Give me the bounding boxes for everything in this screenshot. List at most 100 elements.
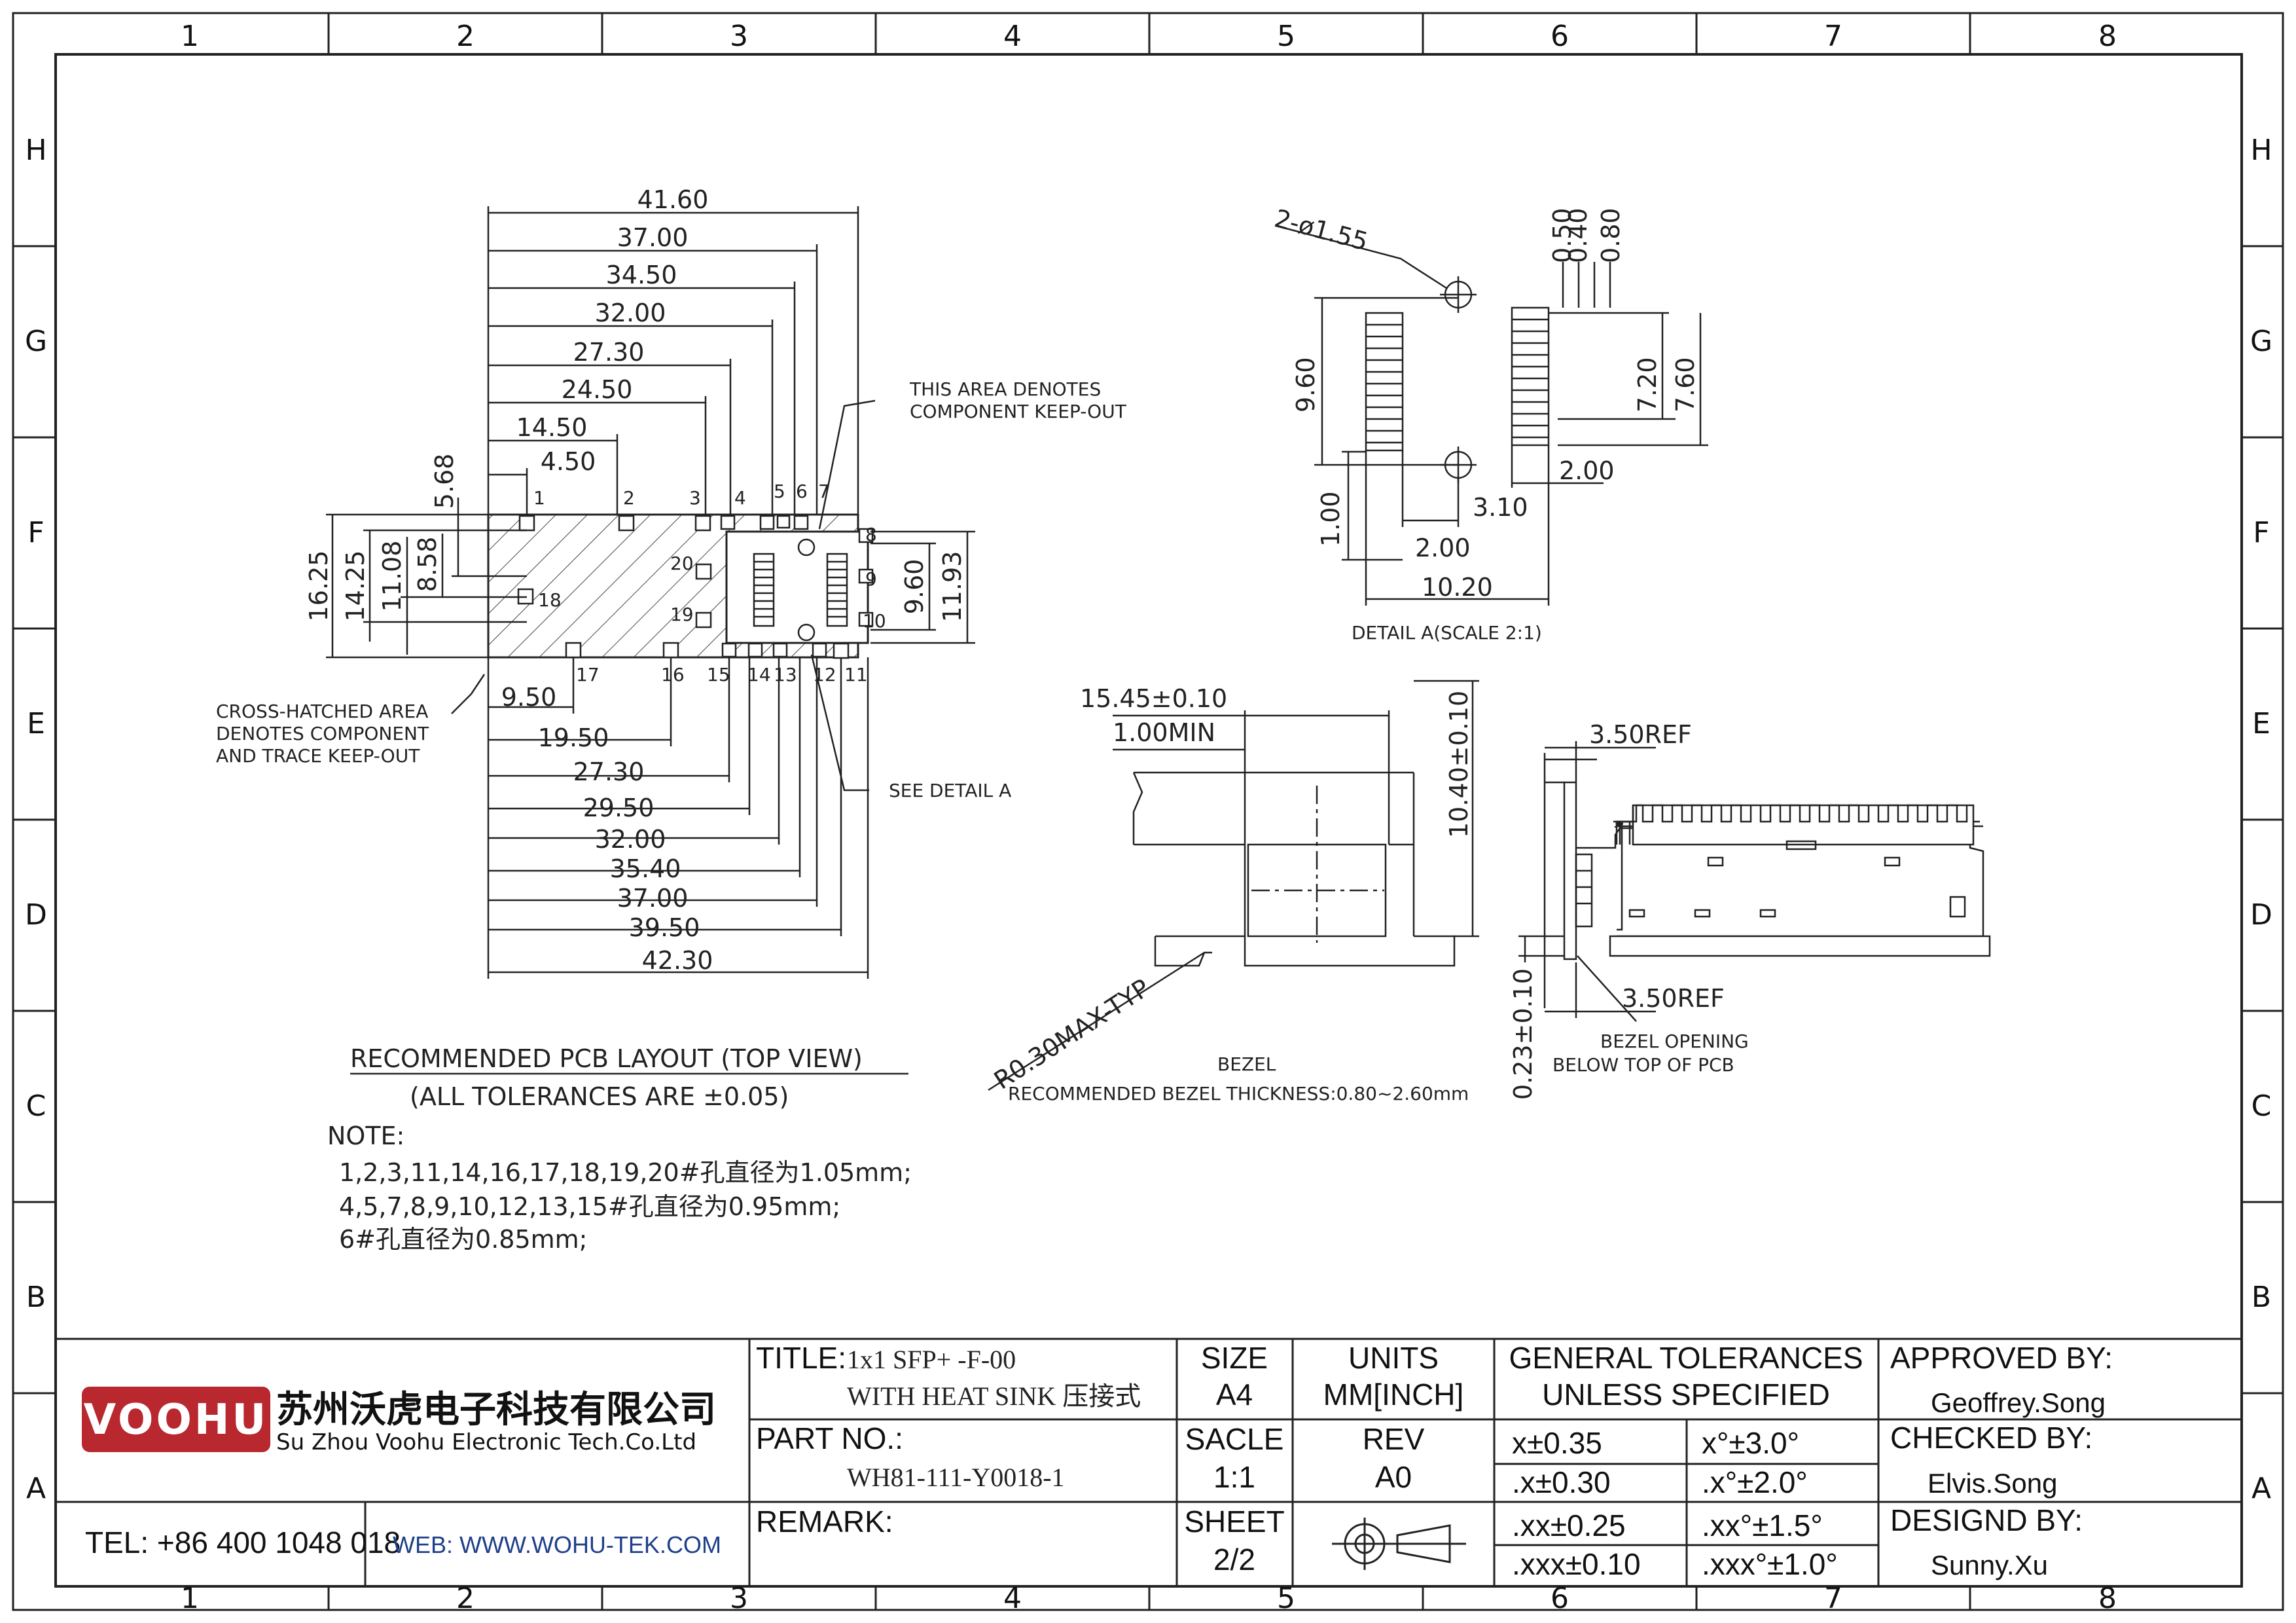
- grid-row-left-C: C: [26, 1089, 46, 1123]
- pcb-caption: RECOMMENDED PCB LAYOUT (TOP VIEW): [350, 1044, 863, 1073]
- title-label: TITLE:: [756, 1341, 846, 1375]
- tol-x2-angle: .xx°±1.5°: [1702, 1508, 1823, 1542]
- pin-label-5: 5: [774, 481, 785, 502]
- grid-row-right-B: B: [2251, 1281, 2271, 1314]
- pcb-dim-32-00: 32.00: [595, 299, 666, 327]
- projection-symbol-icon: [1332, 1518, 1466, 1570]
- rev-value: A0: [1375, 1460, 1412, 1494]
- grid-row-left-H: H: [25, 134, 46, 167]
- pin-label-13: 13: [774, 664, 797, 685]
- pcb-dim-16-25: 16.25: [304, 551, 333, 622]
- pin-label-19: 19: [670, 604, 694, 625]
- pin-label-1: 1: [533, 487, 545, 509]
- approved-name: Geoffrey.Song: [1931, 1387, 2106, 1418]
- sheet-label: SHEET: [1184, 1504, 1284, 1539]
- pin-label-11: 11: [844, 664, 868, 685]
- company-name-en: Su Zhou Voohu Electronic Tech.Co.Ltd: [276, 1429, 696, 1455]
- pin-label-18: 18: [538, 589, 562, 611]
- pcb-dim-37-00: 37.00: [617, 223, 689, 252]
- grid-row-right-C: C: [2251, 1089, 2272, 1123]
- pcb-dim-41-60: 41.60: [637, 185, 709, 214]
- pin-label-16: 16: [661, 664, 685, 685]
- detail-dim-9-60: 9.60: [1291, 357, 1320, 412]
- pcb-dim-39-50: 39.50: [629, 913, 700, 942]
- design-name: Sunny.Xu: [1931, 1550, 2048, 1580]
- notes-line-2: 4,5,7,8,9,10,12,13,15#孔直径为0.95mm;: [339, 1192, 840, 1221]
- callout-keepout-1: THIS AREA DENOTES: [909, 378, 1101, 400]
- bezel-dim-1-00min: 1.00MIN: [1113, 718, 1215, 747]
- pin-label-14: 14: [747, 664, 771, 685]
- pcb-dim-8-58: 8.58: [413, 537, 442, 593]
- grid-col-top-8: 8: [2098, 20, 2117, 53]
- grid-ticks: [13, 13, 2283, 1610]
- title-block: [56, 1338, 2242, 1586]
- detail-dim-7-60: 7.60: [1671, 357, 1700, 412]
- bezel-caption: BEZEL: [1217, 1053, 1276, 1075]
- pcb-dim-14-50: 14.50: [516, 413, 588, 442]
- side-dim-0-23: 0.23±0.10: [1509, 968, 1537, 1100]
- grid-col-bot-2: 2: [456, 1582, 475, 1615]
- pcb-dim-11-08: 11.08: [378, 541, 406, 612]
- grid-row-left-A: A: [26, 1472, 46, 1505]
- bezel-dim-10-40: 10.40±0.10: [1444, 691, 1473, 838]
- sheet-value: 2/2: [1213, 1542, 1255, 1577]
- grid-row-right-G: G: [2250, 325, 2272, 358]
- pin-label-20: 20: [670, 553, 694, 574]
- general-tol-1: GENERAL TOLERANCES: [1509, 1341, 1863, 1375]
- grid-row-right-F: F: [2253, 516, 2269, 549]
- design-label: DESIGND BY:: [1890, 1503, 2083, 1537]
- grid-row-right-E: E: [2252, 707, 2270, 740]
- grid-col-top-6: 6: [1551, 20, 1569, 53]
- units-label: UNITS: [1348, 1341, 1439, 1375]
- pcb-tolerance: (ALL TOLERANCES ARE ±0.05): [410, 1082, 789, 1111]
- company-name-cn: 苏州沃虎电子科技有限公司: [276, 1389, 716, 1431]
- side-caption-2: BELOW TOP OF PCB: [1552, 1054, 1734, 1076]
- grid-row-left-G: G: [25, 325, 47, 358]
- notes-line-3: 6#孔直径为0.85mm;: [339, 1225, 587, 1254]
- general-tol-2: UNLESS SPECIFIED: [1542, 1377, 1830, 1412]
- grid-col-bot-1: 1: [181, 1582, 199, 1615]
- detail-dim-2-00-right: 2.00: [1559, 456, 1615, 485]
- grid-col-top-3: 3: [730, 20, 748, 53]
- callout-see-detail: SEE DETAIL A: [889, 780, 1011, 801]
- part-no-label: PART NO.:: [756, 1421, 903, 1455]
- title-line-1: 1x1 SFP+ -F-00: [847, 1345, 1016, 1374]
- checked-label: CHECKED BY:: [1890, 1421, 2092, 1455]
- detail-holes-label: 2-ø1.55: [1272, 204, 1371, 256]
- detail-dim-2-00: 2.00: [1415, 534, 1471, 562]
- tol-x1-angle: .x°±2.0°: [1702, 1465, 1808, 1499]
- grid-col-top-1: 1: [181, 20, 199, 53]
- remark-label: REMARK:: [756, 1504, 893, 1539]
- detail-dim-0-50: 0.50: [1548, 208, 1577, 263]
- grid-col-bot-7: 7: [1824, 1582, 1842, 1615]
- web[interactable]: WEB: WWW.WOHU-TEK.COM: [393, 1531, 721, 1558]
- detail-dim-1-00: 1.00: [1316, 491, 1345, 547]
- outer-frame: [12, 12, 2284, 1611]
- pcb-dim-32-00b: 32.00: [595, 825, 666, 854]
- scale-label: SACLE: [1185, 1422, 1284, 1456]
- pcb-dim-35-40: 35.40: [610, 854, 681, 883]
- title-line-2: WITH HEAT SINK 压接式: [847, 1381, 1141, 1411]
- tol-x-angle: x°±3.0°: [1702, 1426, 1799, 1460]
- pcb-dim-37-00b: 37.00: [617, 884, 689, 913]
- detail-dim-3-10: 3.10: [1473, 493, 1528, 522]
- tol-x1: .x±0.30: [1512, 1465, 1611, 1499]
- grid-col-bot-8: 8: [2098, 1582, 2117, 1615]
- pcb-dim-9-50: 9.50: [501, 683, 557, 712]
- voohu-logo: [82, 1387, 270, 1452]
- pcb-dim-4-50: 4.50: [541, 447, 596, 476]
- side-dim-3-50ref-top: 3.50REF: [1589, 720, 1692, 749]
- pcb-dim-29-50: 29.50: [583, 793, 655, 822]
- grid-col-bot-4: 4: [1003, 1582, 1022, 1615]
- pcb-dim-5-68: 5.68: [430, 454, 459, 509]
- grid-col-top-4: 4: [1003, 20, 1022, 53]
- pin-label-7: 7: [818, 481, 830, 502]
- size-value: A4: [1216, 1377, 1253, 1412]
- pcb-dim-27-30: 27.30: [573, 338, 645, 367]
- grid-col-bot-3: 3: [730, 1582, 748, 1615]
- callout-hatch-1: CROSS-HATCHED AREA: [216, 701, 428, 722]
- tel: TEL: +86 400 1048 018: [85, 1525, 401, 1559]
- pcb-dim-9-60: 9.60: [900, 559, 929, 615]
- side-dim-3-50ref-bottom: 3.50REF: [1622, 984, 1725, 1013]
